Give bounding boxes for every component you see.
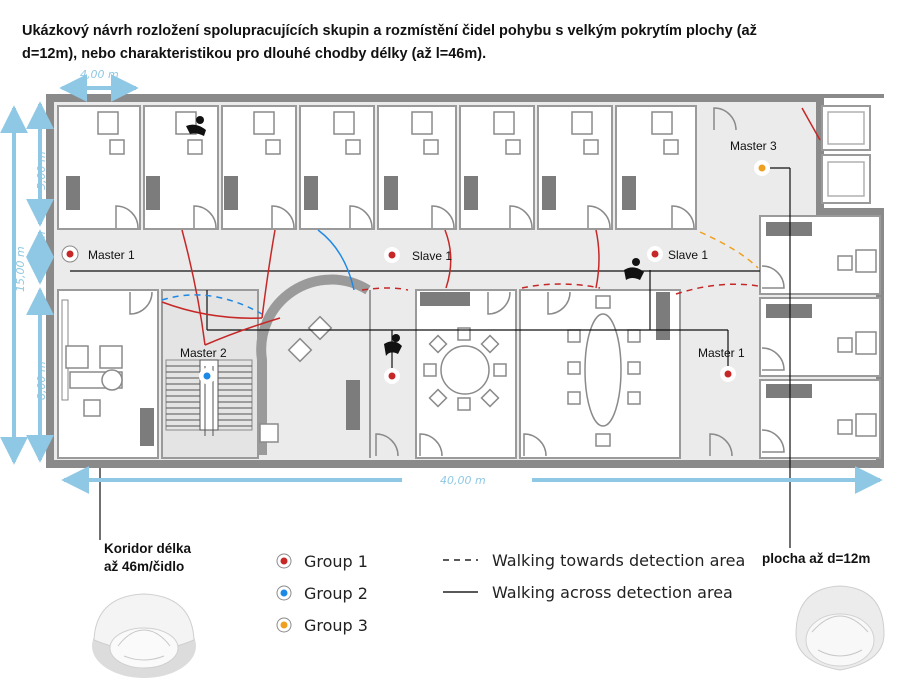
curved-wall (256, 274, 371, 455)
dimension-lines (0, 74, 883, 494)
stair-hall-furniture (259, 315, 399, 457)
svg-text:Group 2: Group 2 (304, 584, 368, 603)
top-office-desks (66, 176, 636, 210)
oval-meeting-table (523, 291, 670, 457)
dim-bottom-total: 40,00 m (440, 474, 486, 487)
top-office-furniture (97, 111, 679, 155)
page-title: Ukázkový návrh rozložení spolupracujícíc… (22, 23, 757, 62)
legend-group-3: Group 3 (276, 616, 368, 635)
corridor-caption-line2: až 46m/čidlo (104, 559, 184, 574)
walking-across-lines (70, 167, 791, 548)
sensor-master-2: Master 2 (180, 346, 227, 384)
person-icon (186, 116, 644, 356)
sensor-label: Slave 1 (668, 248, 708, 262)
sensor-slave-1-right: Slave 1 (647, 246, 708, 262)
area-caption: plocha až d=12m (762, 551, 870, 566)
sensor-label: Slave 1 (412, 249, 452, 263)
svg-text:Group 1: Group 1 (304, 552, 368, 571)
small-room (821, 105, 871, 151)
sensor-reception (384, 368, 400, 384)
top-office-doors (115, 107, 737, 229)
svg-text:Walking towards detection area: Walking towards detection area (492, 551, 745, 570)
group1-detection-arcs (161, 229, 759, 346)
legend-solid-line: Walking across detection area (443, 583, 733, 602)
area-sensor-image (795, 585, 885, 671)
dim-left-total: 15,00 m (14, 246, 27, 292)
svg-text:Walking across detection area: Walking across detection area (492, 583, 733, 602)
sensor-label: Master 1 (88, 248, 135, 262)
dim-top-width: 4,00 m (80, 68, 119, 81)
group2-detection-arcs (161, 229, 355, 315)
sensor-master-3: Master 3 (730, 139, 777, 176)
right-office-furniture (761, 222, 877, 453)
small-room (821, 154, 871, 204)
legend-dashed-line: Walking towards detection area (443, 551, 745, 570)
dim-left-bottom: 8,00 m (35, 361, 48, 400)
corridor-sensor-image (92, 593, 196, 678)
svg-text:Group 3: Group 3 (304, 616, 368, 635)
small-room-marks (827, 111, 865, 197)
wall-marks (801, 107, 821, 141)
legend-group-1: Group 1 (276, 552, 368, 571)
dim-left-mid: 2,00 m (35, 231, 48, 270)
sensor-label: Master 2 (180, 346, 227, 360)
corridor-doors (709, 433, 733, 457)
sensor-master-1-area: Master 1 (698, 346, 745, 382)
sensor-slave-1-left: Slave 1 (384, 247, 452, 263)
corridor-caption-line1: Koridor délka (104, 541, 192, 556)
building-notch-wall (816, 98, 884, 216)
sensor-label: Master 3 (730, 139, 777, 153)
legend-group-2: Group 2 (276, 584, 368, 603)
sensor-label: Master 1 (698, 346, 745, 360)
bottom-left-furniture (61, 291, 154, 446)
sensor-master-1-corridor: Master 1 (61, 245, 135, 263)
legend: Group 1 Group 2 Group 3 Walking towards … (276, 551, 745, 635)
round-meeting-table (419, 291, 511, 457)
group3-detection-arcs (699, 231, 759, 269)
dim-left-top: 5,00 m (35, 151, 48, 190)
